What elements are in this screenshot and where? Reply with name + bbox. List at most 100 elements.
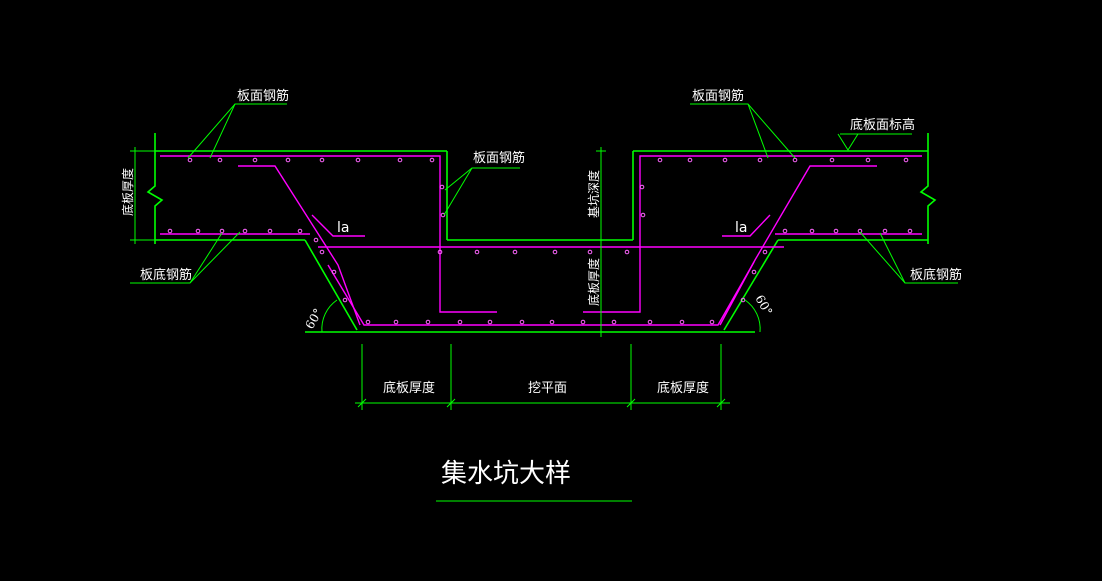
dim-tick-1 (357, 398, 367, 408)
rebar-dot (709, 319, 715, 325)
rebar-dot (857, 228, 863, 234)
right-slope-line (723, 239, 779, 331)
rebar-dot (792, 157, 798, 163)
leader-bottom-rebar-right-2 (879, 232, 906, 284)
label-bottom-rebar-left: 板底钢筋 (140, 267, 192, 283)
pit-bottom-rebar (327, 261, 755, 326)
dim-label-right: 底板厚度 (657, 380, 709, 396)
rebar-dot (217, 157, 223, 163)
rebar-dot (640, 212, 646, 218)
rebar-dot (397, 157, 403, 163)
rebar-dot (252, 157, 258, 163)
rebar-dot (903, 157, 909, 163)
leader-lines (130, 103, 958, 502)
rebar-dot (552, 249, 558, 255)
rebar-dot (657, 157, 663, 163)
angle-arc-right (744, 299, 761, 333)
label-la-left: la (337, 220, 349, 236)
rebar-dot (355, 157, 361, 163)
left-break-line (146, 133, 164, 244)
label-bottom-rebar-right: 板底钢筋 (910, 267, 962, 283)
label-slab-top-elevation: 底板面标高 (850, 117, 915, 133)
label-top-rebar-center: 板面钢筋 (473, 150, 525, 166)
rebar-dot (687, 157, 693, 163)
rebar-dot (740, 297, 746, 303)
rebar-dot (187, 157, 193, 163)
rebar-dot (219, 228, 225, 234)
rebar-dot (342, 297, 348, 303)
leader-top-rebar-left (187, 103, 287, 159)
rebar-dot (580, 319, 586, 325)
pit-right-hook (583, 233, 641, 313)
leader-top-rebar-right (690, 103, 796, 159)
dim-tick-2 (446, 398, 456, 408)
rebar-dot (882, 228, 888, 234)
label-pit-depth: 基坑深度 (586, 170, 601, 218)
dim-tick-4 (716, 398, 726, 408)
leader-top-rebar-center (444, 167, 520, 191)
la-right-line (722, 214, 771, 237)
rebar-dot (167, 228, 173, 234)
rebar-dot (267, 228, 273, 234)
rebar-dot (319, 157, 325, 163)
rebar-dot (762, 249, 768, 255)
rebar-dot (285, 157, 291, 163)
rebar-dot (647, 319, 653, 325)
rebar-dot (425, 319, 431, 325)
right-top-rebar (639, 155, 922, 233)
rebar-dot (587, 249, 593, 255)
rebar-dot (611, 319, 617, 325)
rebar-dot (809, 228, 815, 234)
rebar-dot (751, 269, 757, 275)
right-break-line (919, 133, 937, 244)
rebar-dot (833, 228, 839, 234)
rebar-dot (624, 249, 630, 255)
leader-top-rebar-left-2 (209, 103, 236, 159)
rebar-dot (297, 228, 303, 234)
label-top-rebar-left: 板面钢筋 (237, 88, 289, 104)
left-bent-rebar (238, 165, 361, 326)
left-slope-line (304, 239, 358, 331)
label-slab-thickness-left: 底板厚度 (120, 168, 135, 216)
label-angle-right: 60° (752, 293, 775, 318)
rebar-dot (757, 157, 763, 163)
dim-label-left: 底板厚度 (383, 380, 435, 396)
label-pit-slab-thickness: 底板厚度 (586, 258, 601, 306)
rebar-dot (519, 319, 525, 325)
dim-label-center: 挖平面 (528, 381, 567, 396)
annotation-labels: 板面钢筋 板面钢筋 板面钢筋 底板面标高 板底钢筋 板底钢筋 底板厚度 基坑深度… (120, 88, 962, 489)
dim-tick-3 (626, 398, 636, 408)
leader-bottom-rebar-left-2 (189, 232, 223, 284)
rebar-dot (679, 319, 685, 325)
rebar-dot (440, 212, 446, 218)
rebar-dot (331, 269, 337, 275)
rebar-dot (313, 237, 319, 243)
elevation-triangle (837, 133, 859, 151)
rebar-dot (437, 249, 443, 255)
rebar-dot (487, 319, 493, 325)
rebar-dot (195, 228, 201, 234)
angle-arc-left (321, 299, 338, 333)
rebar-dot (319, 249, 325, 255)
rebar-dot (722, 157, 728, 163)
rebar-lines (160, 155, 922, 326)
pit-left-hook (439, 233, 497, 313)
rebar-dot (242, 228, 248, 234)
rebar-dot (907, 228, 913, 234)
rebar-dot (829, 157, 835, 163)
leader-top-rebar-right-2 (747, 103, 769, 159)
leader-top-rebar-center-2 (443, 167, 473, 216)
label-la-right: la (735, 220, 747, 236)
rebar-dot (393, 319, 399, 325)
rebar-dot (439, 184, 445, 190)
right-bent-rebar (719, 165, 877, 326)
rebar-dots (167, 157, 913, 325)
rebar-dot (457, 319, 463, 325)
rebar-dot (782, 228, 788, 234)
concrete-outline (146, 133, 937, 333)
label-top-rebar-right: 板面钢筋 (692, 88, 744, 104)
rebar-dot (429, 157, 435, 163)
rebar-dot (865, 157, 871, 163)
rebar-dot (512, 249, 518, 255)
